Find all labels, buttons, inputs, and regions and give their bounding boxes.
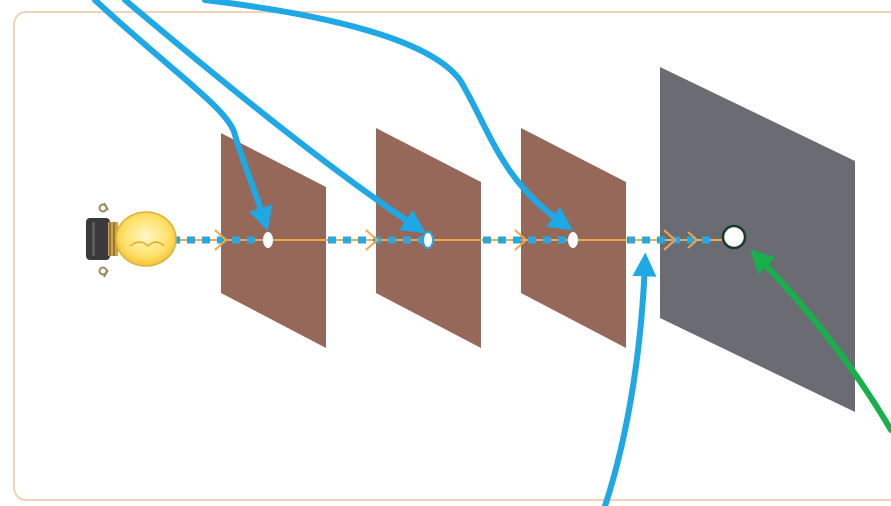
light-bulb-icon bbox=[86, 202, 177, 278]
card-2-hole bbox=[422, 231, 434, 249]
card-3-hole bbox=[568, 232, 578, 248]
card-1-hole bbox=[263, 232, 273, 248]
pointer-arrows bbox=[92, 0, 657, 506]
arrow-to-card-1-hole bbox=[92, 0, 273, 232]
diagram-frame bbox=[13, 11, 891, 501]
arrow-to-card-2-hole bbox=[122, 0, 427, 234]
screen-light-spot bbox=[721, 224, 747, 250]
arrow-to-light-ray bbox=[602, 252, 657, 506]
screen bbox=[660, 67, 855, 412]
arrow-to-card-3-hole bbox=[202, 0, 573, 231]
arrow-to-screen-spot bbox=[750, 249, 891, 433]
